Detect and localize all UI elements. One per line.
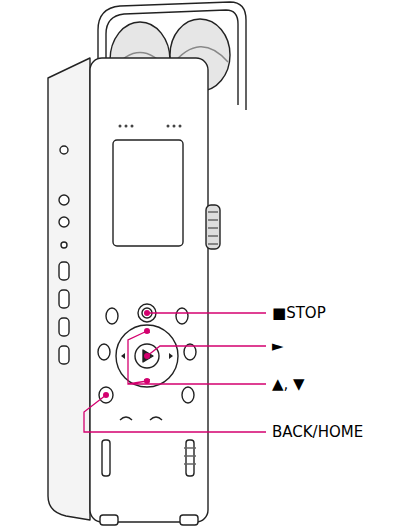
slider [186,440,194,476]
play-button [135,344,159,368]
slider [102,440,110,476]
callout-label: ▲, ▼ [272,375,305,393]
side-switch [59,262,69,280]
side-panel [48,58,90,520]
side-button [60,146,68,154]
side-switch [59,290,69,308]
side-button [59,195,69,205]
callout-label: ► [272,337,284,355]
back-home-button [99,387,113,403]
pad-arrows [121,329,173,383]
side-button [59,217,69,227]
body [90,58,208,522]
wheel-ridges [208,212,218,244]
side-button [61,242,67,248]
foot [180,515,198,525]
leader-line [128,331,266,384]
button [182,387,194,403]
callout-label: ■STOP [272,304,326,322]
control-pad [116,325,178,387]
lower-detail [120,417,162,420]
side-switch [59,346,69,364]
side-switch [59,318,69,336]
button [98,344,110,360]
slider-ridges [184,448,196,464]
wheel [206,205,220,249]
leader-dots [103,310,150,398]
leader-line [147,346,266,356]
button [176,308,188,324]
leader-line [147,312,266,313]
leader-lines [84,313,266,432]
screen [113,140,183,246]
button [106,308,118,324]
foot [100,515,118,525]
callout-label: BACK/HOME [272,423,363,441]
leader-line [84,395,266,432]
